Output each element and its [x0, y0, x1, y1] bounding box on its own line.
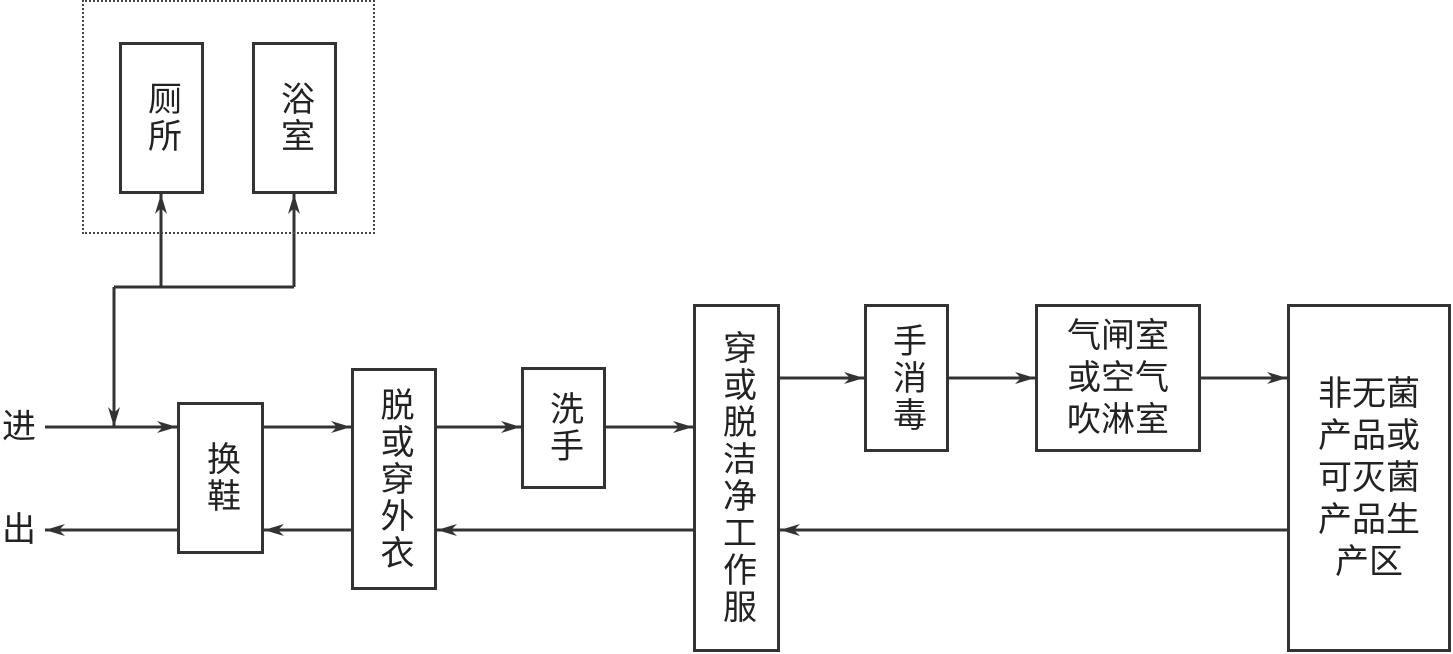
air-lock-label: 气闸室 或空气 吹淋室: [1067, 316, 1169, 440]
enter-label: 进: [2, 407, 36, 447]
bathroom-label: 浴室: [274, 81, 315, 155]
clean-clothes-box: 穿或脱洁净工作服: [693, 304, 780, 652]
wash-hands-label: 洗手: [543, 391, 584, 465]
toilet-label: 厕所: [141, 81, 182, 155]
exit-label: 出: [2, 510, 36, 550]
production-area-box: 非无菌 产品或 可灭菌 产品生 产区: [1287, 304, 1451, 652]
clean-clothes-label: 穿或脱洁净工作服: [716, 330, 757, 626]
hand-disinfect-box: 手消毒: [864, 304, 949, 452]
toilet-box: 厕所: [119, 42, 204, 194]
hand-disinfect-label: 手消毒: [886, 322, 927, 434]
wash-hands-box: 洗手: [521, 367, 606, 489]
air-lock-box: 气闸室 或空气 吹淋室: [1035, 304, 1201, 452]
coat-box: 脱或穿外衣: [351, 368, 437, 590]
change-shoes-box: 换鞋: [177, 402, 264, 554]
coat-label: 脱或穿外衣: [374, 386, 414, 572]
production-area-label: 非无菌 产品或 可灭菌 产品生 产区: [1318, 374, 1420, 582]
restroom-group-frame: [82, 0, 375, 234]
bathroom-box: 浴室: [252, 42, 337, 194]
change-shoes-label: 换鞋: [200, 441, 241, 515]
